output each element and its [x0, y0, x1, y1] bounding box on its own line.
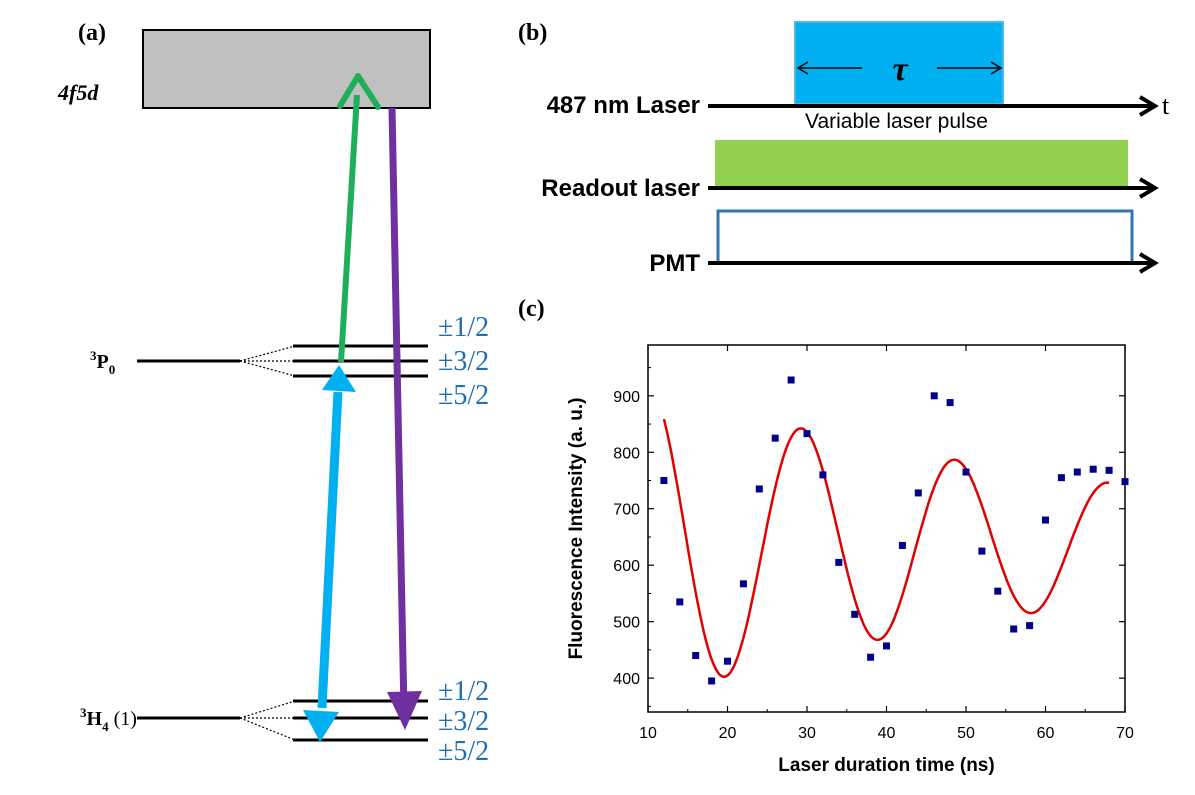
data-point: [930, 392, 938, 400]
x-tick-label: 40: [878, 725, 896, 742]
x-axis-label: Laser duration time (ns): [778, 755, 994, 776]
data-point: [1042, 516, 1049, 524]
data-point: [835, 558, 843, 566]
green-excitation-arrow: [337, 73, 381, 363]
x-tick-label: 60: [1037, 725, 1055, 742]
p0-sublevel-label: ±5/2: [438, 380, 489, 411]
y-tick-label: 700: [613, 502, 640, 519]
pmt-gate-outline: [716, 209, 1134, 262]
data-point: [898, 541, 906, 549]
data-point: [1057, 474, 1065, 482]
4f5d-label: 4f5d: [57, 80, 99, 105]
p0-sublevel-label: ±1/2: [438, 312, 489, 343]
fit-curve: [662, 418, 1110, 679]
panel-a: (a) 4f5d 3P0 3H4 (1) ±1/2 ±3/2 ±5/2: [57, 20, 489, 767]
p0-split-lines: [239, 345, 296, 377]
data-point: [771, 434, 779, 442]
cyan-excitation-arrow: [303, 365, 356, 742]
tau-label: τ: [892, 51, 908, 88]
pmt-timeline-arrowhead: [1138, 252, 1159, 274]
plot-frame: [647, 344, 1126, 713]
h4-sublevel-label: ±1/2: [438, 676, 489, 707]
data-point: [1105, 466, 1113, 474]
panel-b-label: (b): [518, 20, 547, 46]
data-point: [1121, 478, 1129, 486]
data-point: [962, 468, 970, 476]
panel-c: (c) 10 20 30 40 50 60 70 400 500 600 700 800 900Lase…: [518, 296, 1134, 776]
panel-b: (b) τ t 487 nm Laser Variable laser puls…: [518, 20, 1170, 277]
data-point: [851, 610, 859, 618]
p0-label: 3P0: [90, 348, 115, 377]
row-label-readout-laser: Readout laser: [541, 175, 700, 202]
data-point: [867, 653, 875, 661]
x-tick-label: 70: [1116, 725, 1134, 742]
panel-c-label: (c): [518, 296, 545, 322]
data-point: [708, 677, 716, 685]
time-axis-label: t: [1162, 91, 1170, 120]
x-tick-label: 50: [957, 725, 975, 742]
data-point: [787, 376, 795, 384]
data-point: [1026, 622, 1034, 630]
data-point: [1010, 625, 1018, 633]
h4-split-lines: [239, 700, 296, 741]
row-label-487nm-laser: 487 nm Laser: [547, 92, 700, 119]
data-point: [755, 485, 763, 493]
y-tick-label: 600: [613, 558, 640, 575]
data-point: [883, 642, 890, 650]
data-point: [819, 471, 827, 479]
data-point: [914, 489, 922, 497]
h4-sublevel-label: ±5/2: [438, 736, 489, 767]
readout-laser-block: [715, 140, 1128, 188]
4f5d-band: [142, 29, 431, 109]
h4-sublevel-labels: ±1/2 ±3/2 ±5/2: [438, 676, 489, 767]
x-tick-label: 20: [719, 725, 737, 742]
y-axis-label: Fluorescence Intensity (a. u.): [566, 398, 587, 660]
h4-label: 3H4 (1): [80, 705, 137, 734]
y-tick-label: 800: [613, 445, 640, 462]
data-point: [739, 580, 747, 588]
data-point: [660, 477, 668, 485]
data-point: [692, 652, 700, 660]
laser-timeline-arrowhead: [1138, 95, 1159, 117]
panel-a-label: (a): [78, 20, 106, 46]
x-tick-label: 10: [639, 725, 657, 742]
tau-span-arrows: [796, 61, 1003, 75]
h4-sublevel-label: ±3/2: [438, 706, 489, 737]
purple-emission-arrow: [387, 107, 422, 730]
readout-timeline-arrowhead: [1138, 177, 1159, 199]
data-point: [946, 399, 954, 407]
y-tick-label: 900: [613, 389, 640, 406]
data-point: [676, 598, 684, 606]
p0-sublevel-labels: ±1/2 ±3/2 ±5/2: [438, 312, 489, 411]
data-point: [803, 430, 811, 438]
p0-sublevel-label: ±3/2: [438, 346, 489, 377]
data-point: [994, 587, 1002, 595]
y-tick-label: 400: [613, 671, 640, 688]
x-tick-label: 30: [798, 725, 816, 742]
data-point: [724, 657, 731, 665]
row-label-pmt: PMT: [649, 250, 700, 277]
y-tick-label: 500: [613, 615, 640, 632]
data-point: [1089, 465, 1097, 473]
pulse-caption: Variable laser pulse: [805, 110, 988, 133]
data-point: [1073, 468, 1081, 476]
data-point: [978, 547, 986, 555]
